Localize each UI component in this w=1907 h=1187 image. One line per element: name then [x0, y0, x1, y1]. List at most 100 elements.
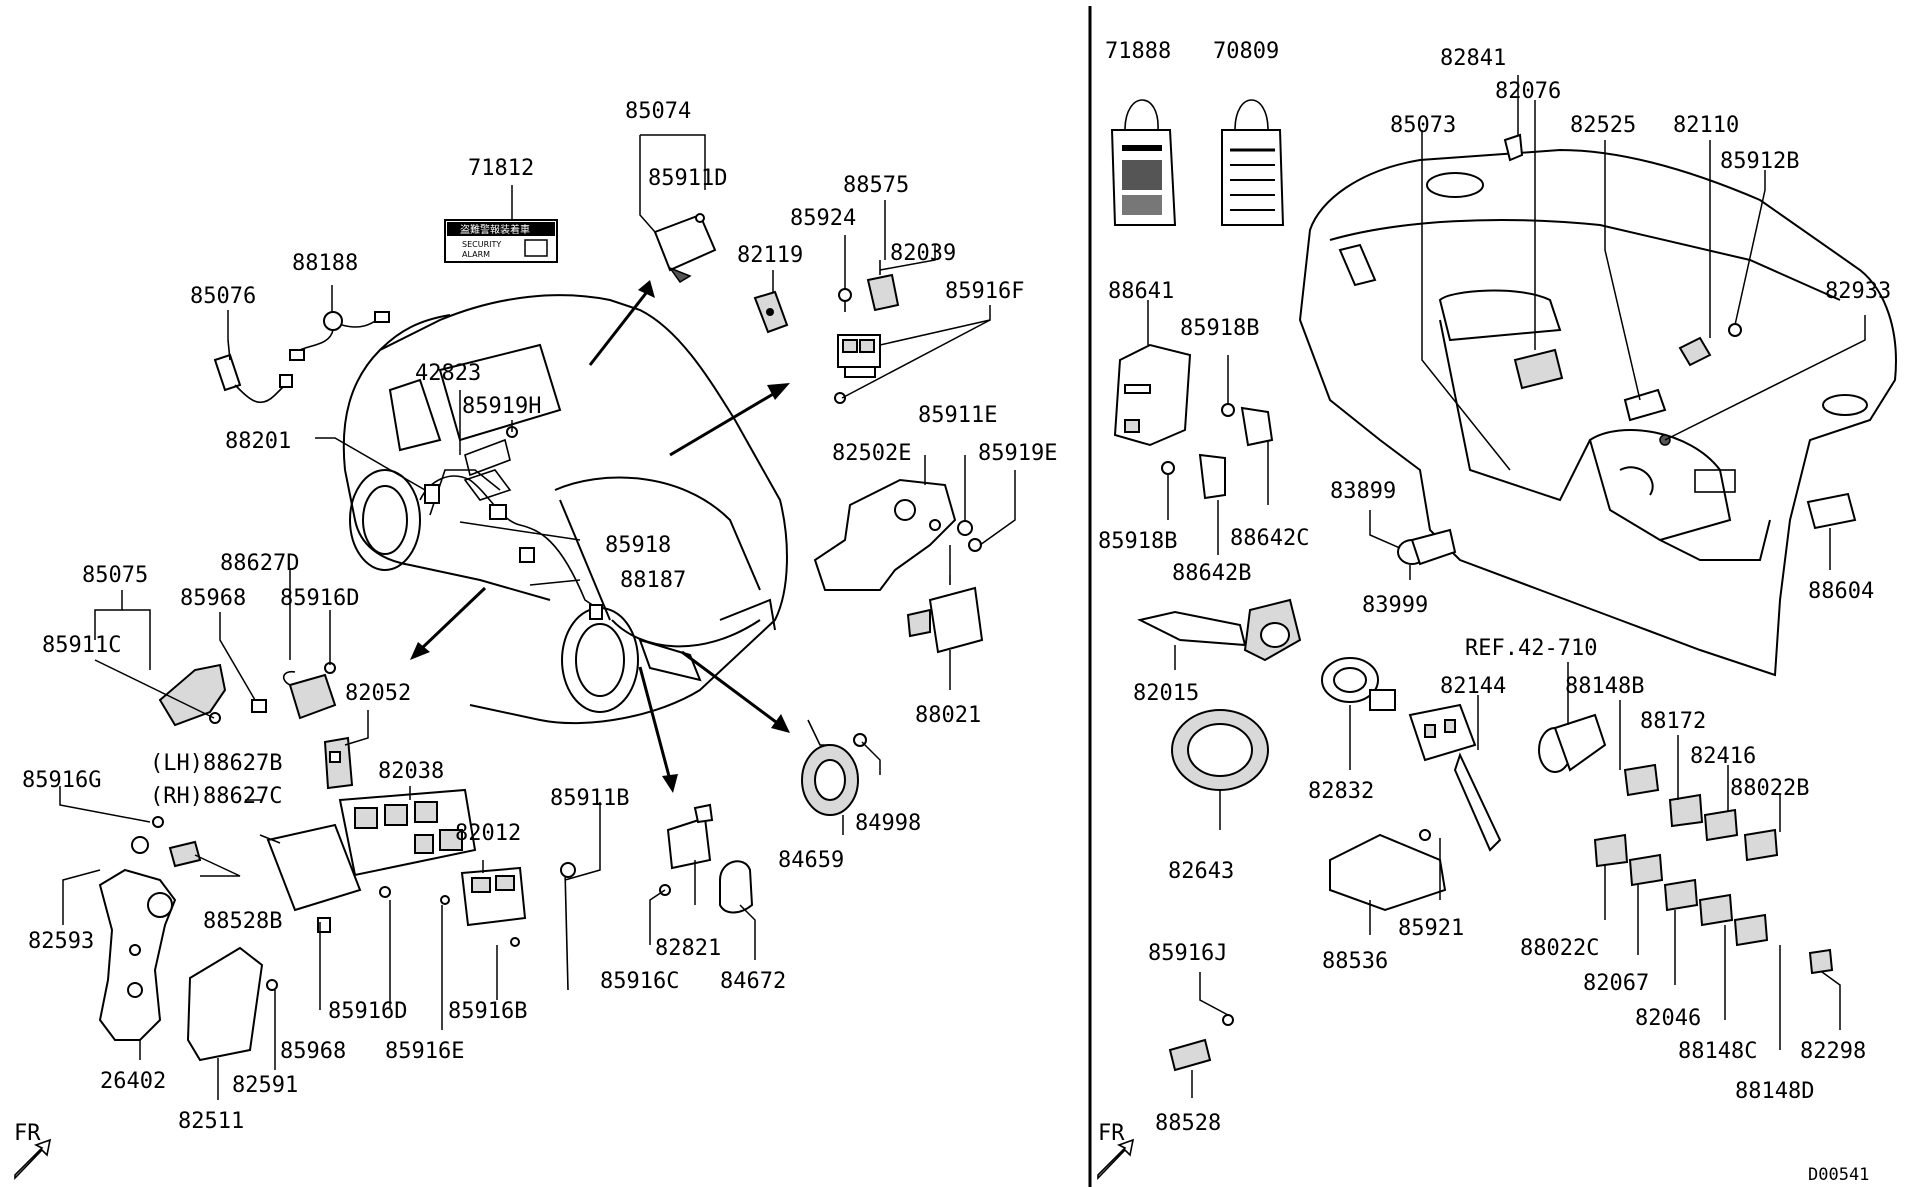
label-85075: 85075 — [82, 563, 148, 588]
label-82593: 82593 — [28, 929, 94, 954]
spiral-cable-82643 — [1171, 709, 1269, 791]
module-88641 — [1113, 343, 1192, 447]
label-85916Db: 85916D — [328, 999, 407, 1024]
nut-85918Ba — [1221, 403, 1235, 417]
switch-82046 — [1663, 878, 1699, 912]
label-71888: 71888 — [1105, 39, 1171, 64]
label-71812: 71812 — [468, 156, 534, 181]
part-82119 — [753, 290, 789, 334]
clockspring-82832 — [1321, 657, 1396, 711]
label-42823: 42823 — [415, 361, 481, 386]
label-88627C: (RH)88627C — [150, 784, 282, 809]
switch-88022C — [1593, 833, 1629, 868]
label-82821: 82821 — [655, 936, 721, 961]
badge-line-2: SECURITY — [462, 240, 501, 249]
label-82110: 82110 — [1673, 113, 1739, 138]
label-88187: 88187 — [620, 568, 686, 593]
label-88148B: 88148B — [1565, 674, 1644, 699]
label-85918Ba: 85918B — [1180, 316, 1259, 341]
label-88536: 88536 — [1322, 949, 1388, 974]
switch-82076 — [1513, 348, 1564, 390]
module-82511 — [186, 946, 278, 1062]
sensor-88627D — [282, 662, 337, 720]
badge-line-3: ALARM — [462, 250, 490, 259]
sensor-82039 — [866, 260, 900, 312]
switch-88604 — [1806, 492, 1857, 530]
fr-arrow-left — [14, 1138, 52, 1180]
switch-82144 — [1408, 703, 1502, 852]
label-82046: 82046 — [1635, 1006, 1701, 1031]
label-88627B: (LH)88627B — [150, 751, 282, 776]
switch-88148C — [1698, 893, 1734, 927]
bracket-82502E — [813, 478, 957, 591]
switch-88148D — [1733, 913, 1769, 947]
switch-88575 — [837, 334, 881, 378]
switch-88172 — [1668, 793, 1704, 828]
switch-88148B — [1623, 763, 1660, 797]
bolt-85919E — [968, 538, 982, 552]
label-82933: 82933 — [1825, 279, 1891, 304]
horn-84659 — [801, 719, 867, 816]
socket-83899 — [1397, 528, 1457, 566]
switch-82110 — [1678, 323, 1742, 367]
fr-arrow-right — [1097, 1138, 1135, 1180]
direction-arrows — [410, 280, 790, 793]
label-82067: 82067 — [1583, 971, 1649, 996]
label-83999: 83999 — [1362, 593, 1428, 618]
right-panel-parts — [1113, 133, 1857, 1072]
label-85916G: 85916G — [22, 768, 101, 793]
label-82832: 82832 — [1308, 779, 1374, 804]
label-85916J: 85916J — [1148, 941, 1227, 966]
label-85911E: 85911E — [918, 403, 997, 428]
label-85073: 85073 — [1390, 113, 1456, 138]
label-82298: 82298 — [1800, 1039, 1866, 1064]
label-REF: REF.42-710 — [1465, 636, 1597, 661]
bracket-88642B — [1198, 453, 1226, 500]
switch-82012 — [460, 866, 527, 947]
switch-82015 — [1137, 598, 1302, 662]
wiring-harness — [419, 469, 603, 620]
label-85912B: 85912B — [1720, 149, 1799, 174]
label-88148D: 88148D — [1735, 1079, 1814, 1104]
label-82119: 82119 — [737, 243, 803, 268]
label-fr-right: FR — [1098, 1121, 1125, 1146]
label-88528: 88528 — [1155, 1111, 1221, 1136]
screw-85916E — [440, 895, 450, 905]
bulb-82841 — [1503, 133, 1524, 162]
label-85919E: 85919E — [978, 441, 1057, 466]
label-82039: 82039 — [890, 241, 956, 266]
label-88021: 88021 — [915, 703, 981, 728]
label-82511: 82511 — [178, 1109, 244, 1134]
label-85916Da: 85916D — [280, 586, 359, 611]
nut-85918Bb — [1161, 461, 1175, 475]
label-82502E: 82502E — [832, 441, 911, 466]
tag-70809 — [1221, 99, 1285, 226]
tie-85911B — [560, 862, 576, 991]
label-84998: 84998 — [855, 811, 921, 836]
clip-85911E — [957, 520, 973, 536]
sensor-88528B — [168, 840, 202, 868]
diagram-id: D00541 — [1808, 1165, 1869, 1185]
label-88172: 88172 — [1640, 709, 1706, 734]
dashboard-outline — [1298, 148, 1897, 677]
label-85968b: 85968 — [280, 1039, 346, 1064]
bracket-82821 — [659, 803, 714, 896]
label-85916E: 85916E — [385, 1039, 464, 1064]
harness-88188 — [289, 311, 390, 361]
sensor-88528 — [1168, 1014, 1234, 1072]
label-fr-left: FR — [14, 1121, 41, 1146]
label-70809: 70809 — [1213, 39, 1279, 64]
bracket-42823 — [464, 426, 518, 477]
label-85076: 85076 — [190, 284, 256, 309]
label-88201: 88201 — [225, 429, 291, 454]
label-82038: 82038 — [378, 759, 444, 784]
label-83899: 83899 — [1330, 479, 1396, 504]
bracket-88642C — [1240, 406, 1274, 447]
label-85911D: 85911D — [648, 166, 727, 191]
label-82525: 82525 — [1570, 113, 1636, 138]
switch-88022B — [1743, 828, 1779, 862]
label-85911C: 85911C — [42, 633, 121, 658]
ref-42-710-part — [1538, 713, 1607, 773]
right-leader-lines — [1147, 75, 1866, 1098]
label-26402: 26402 — [100, 1069, 166, 1094]
